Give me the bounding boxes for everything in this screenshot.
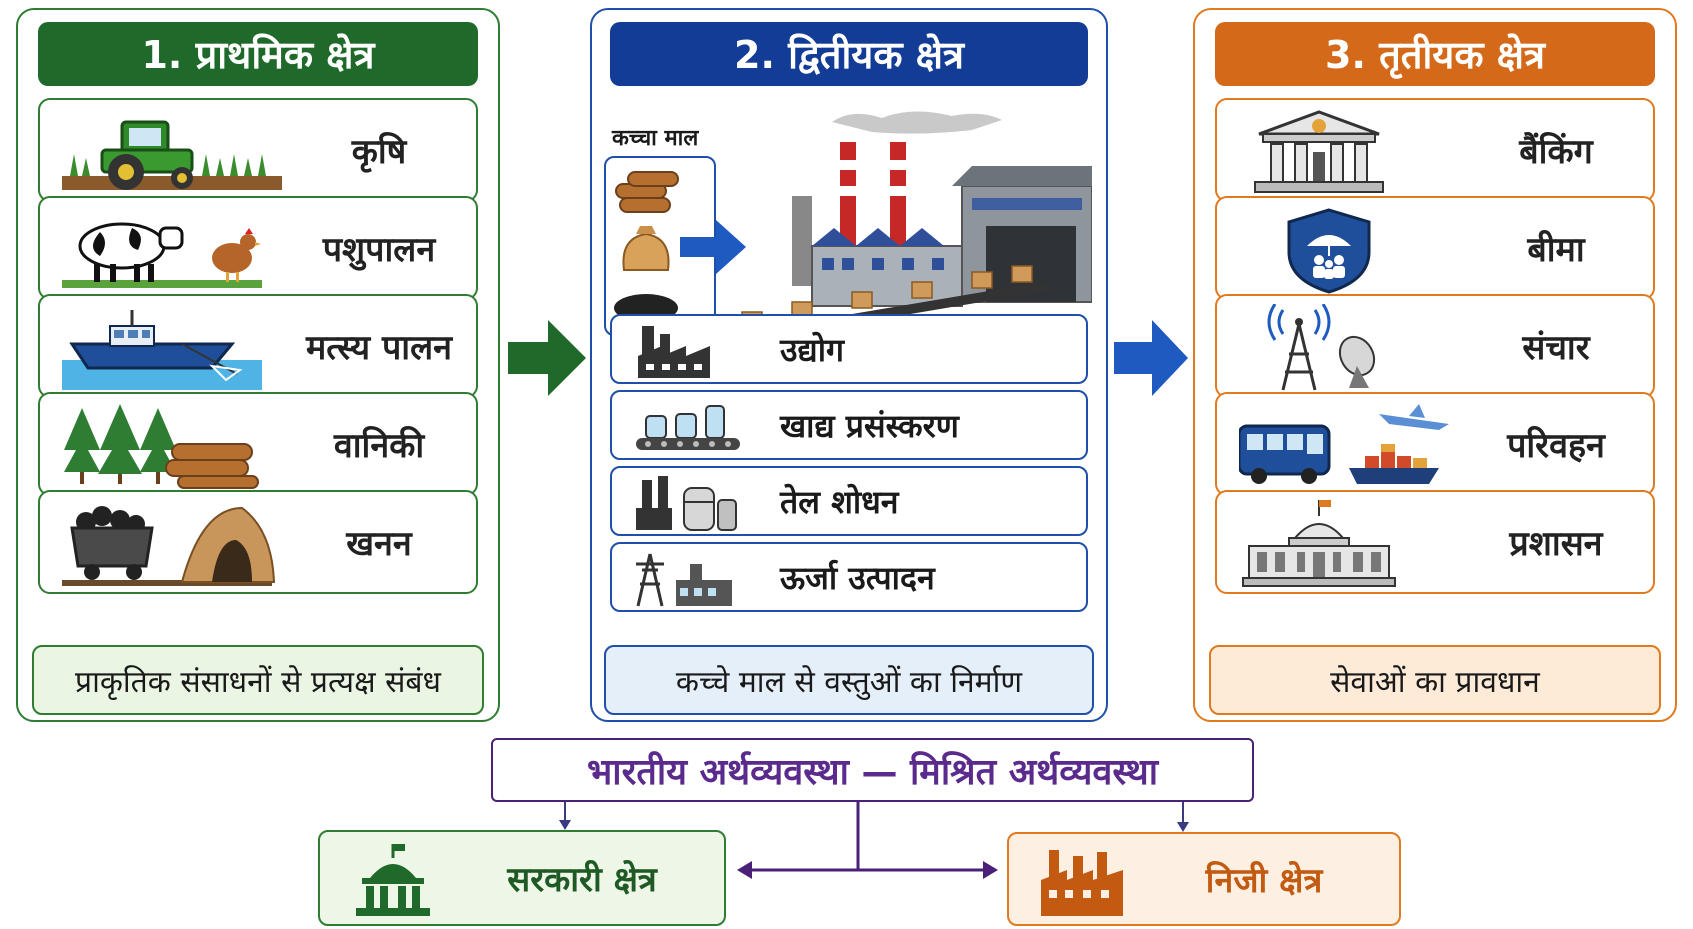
sector-item-mining: खनन [38, 490, 478, 594]
industry-item-label: उद्योग [780, 330, 845, 369]
government-building-icon [356, 844, 430, 916]
secondary-sector-title: 2. द्वितीयक क्षेत्र [610, 22, 1088, 86]
tertiary-sector-footer: सेवाओं का प्रावधान [1209, 645, 1661, 715]
transport-icon [1239, 404, 1449, 484]
government-sector-box: सरकारी क्षेत्र [318, 830, 726, 926]
sector-item-label: खनन [346, 524, 412, 564]
sector-item-banking: बैंकिंग [1215, 98, 1655, 202]
sector-item-animal-husbandry: पशुपालन [38, 196, 478, 300]
industry-item-oil-refining: तेल शोधन [610, 466, 1088, 536]
sector-item-label: परिवहन [1507, 426, 1605, 466]
sector-item-forestry: वानिकी [38, 392, 478, 496]
refinery-icon [636, 476, 737, 531]
industry-item-label: ऊर्जा उत्पादन [780, 558, 935, 597]
factory-icon [638, 326, 710, 378]
tertiary-sector-panel: 3. तृतीयक क्षेत्र बैंकिंग बीमा [1193, 8, 1677, 722]
tractor-icon [62, 120, 282, 190]
sector-item-transport: परिवहन [1215, 392, 1655, 496]
communication-tower-icon [1267, 304, 1376, 391]
industry-item-food-processing: खाद्य प्रसंस्करण [610, 390, 1088, 460]
private-sector-label: निजी क्षेत्र [1205, 861, 1323, 901]
food-processing-icon [636, 405, 740, 450]
sector-item-label: बीमा [1527, 230, 1585, 270]
sector-item-fisheries: मत्स्य पालन [38, 294, 478, 398]
bank-icon [1254, 110, 1384, 193]
sector-item-label: बैंकिंग [1519, 132, 1593, 172]
insurance-shield-icon [1287, 208, 1371, 294]
sector-item-agriculture: कृषि [38, 98, 478, 202]
sector-item-label: प्रशासन [1509, 524, 1603, 564]
sector-item-label: वानिकी [333, 426, 425, 466]
raw-material-label: कच्चा माल [612, 126, 699, 151]
arrow-right-icon [508, 320, 586, 396]
arrow-right-icon [680, 220, 746, 274]
sector-item-communication: संचार [1215, 294, 1655, 398]
forest-logs-icon [64, 404, 259, 489]
arrow-right-icon [1114, 320, 1188, 396]
primary-sector-title: 1. प्राथमिक क्षेत्र [38, 22, 478, 86]
power-tower-icon [636, 553, 732, 607]
government-building-icon [1242, 500, 1396, 587]
raw-material-icon [614, 171, 679, 322]
sector-item-insurance: बीमा [1215, 196, 1655, 300]
industry-item-label: तेल शोधन [780, 482, 899, 521]
sector-item-label: पशुपालन [322, 230, 436, 270]
primary-sector-panel: 1. प्राथमिक क्षेत्र कृषि [16, 8, 500, 722]
sector-item-administration: प्रशासन [1215, 490, 1655, 594]
primary-sector-footer: प्राकृतिक संसाधनों से प्रत्यक्ष संबंध [32, 645, 484, 715]
industry-item-label: खाद्य प्रसंस्करण [780, 406, 959, 445]
mine-cart-icon [62, 506, 276, 586]
industry-item-power-generation: ऊर्जा उत्पादन [610, 542, 1088, 612]
sector-item-label: संचार [1522, 328, 1590, 368]
government-sector-label: सरकारी क्षेत्र [507, 860, 657, 900]
fishing-boat-icon [62, 310, 262, 390]
cow-hen-icon [62, 222, 262, 288]
sector-item-label: मत्स्य पालन [305, 328, 453, 368]
factory-illustration-icon [722, 111, 1092, 336]
indian-economy-title: भारतीय अर्थव्यवस्था — मिश्रित अर्थव्यवस्… [491, 738, 1254, 802]
tertiary-sector-title: 3. तृतीयक क्षेत्र [1215, 22, 1655, 86]
private-sector-box: निजी क्षेत्र [1007, 832, 1401, 926]
factory-icon [1041, 850, 1123, 916]
secondary-sector-panel: 2. द्वितीयक क्षेत्र कच्चा माल [590, 8, 1108, 722]
secondary-sector-footer: कच्चे माल से वस्तुओं का निर्माण [604, 645, 1094, 715]
sector-item-label: कृषि [351, 132, 407, 172]
industry-item-industry: उद्योग [610, 314, 1088, 384]
